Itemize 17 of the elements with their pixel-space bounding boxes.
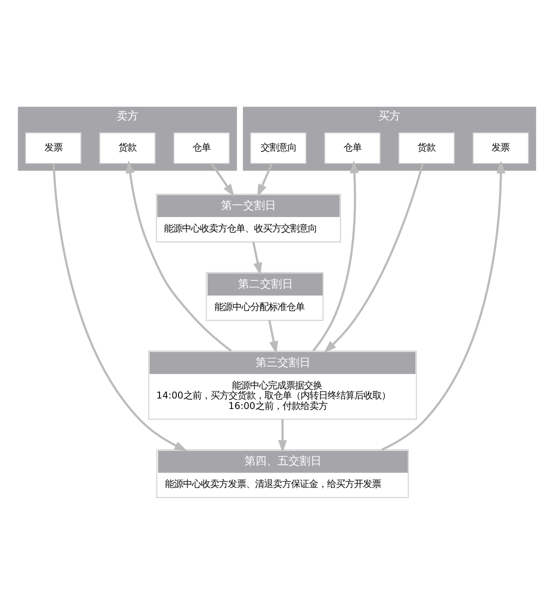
arrow (268, 320, 278, 354)
arrow (312, 160, 359, 352)
node-box: 发票 (25, 132, 82, 164)
arrow (278, 418, 288, 452)
arrow (381, 160, 506, 450)
node-box: 货款 (99, 132, 156, 164)
arrow (210, 162, 234, 196)
arrow (257, 162, 273, 197)
node-box: 仓单 (324, 132, 381, 164)
arrow (252, 241, 262, 275)
node-box: 货款 (398, 132, 455, 164)
arrow (324, 162, 424, 353)
arrow (52, 162, 188, 451)
node-box: 仓单 (173, 132, 230, 164)
node-box: 发票 (472, 132, 529, 164)
arrow (126, 160, 232, 352)
node-box: 交割意向 (250, 132, 306, 164)
